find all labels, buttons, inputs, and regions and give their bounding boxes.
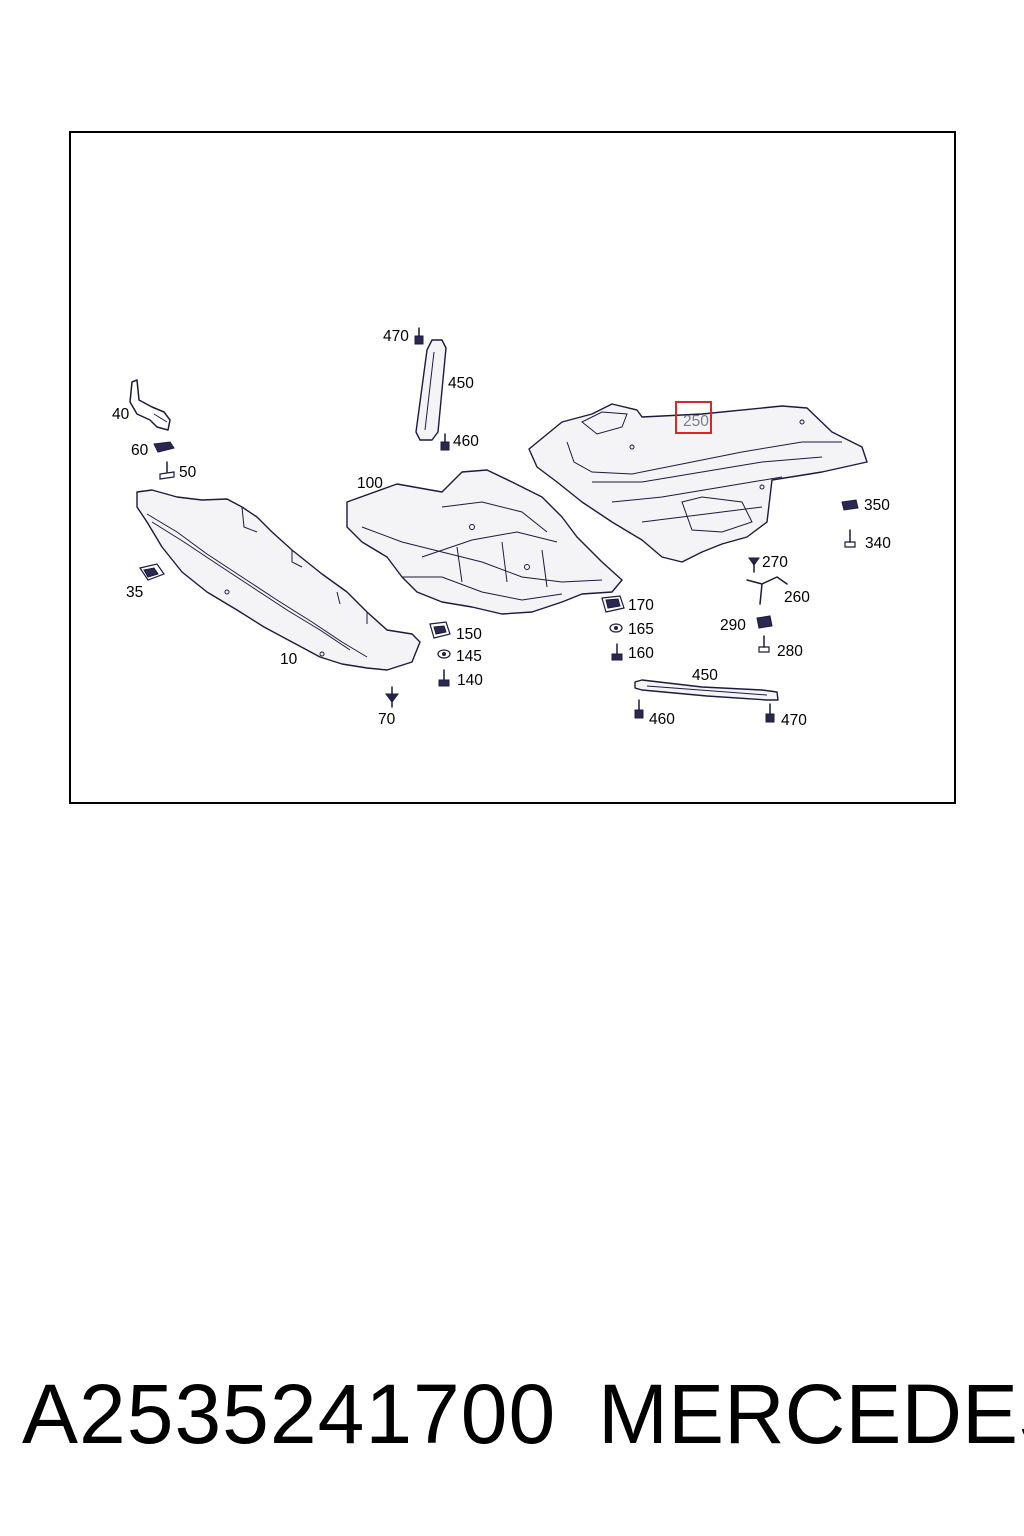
callout-10[interactable]: 10	[280, 651, 298, 668]
brand-name: MERCEDES	[598, 1367, 1024, 1461]
callout-260[interactable]: 260	[784, 589, 810, 606]
part-140-screw	[438, 669, 450, 687]
part-160-screw	[611, 643, 623, 661]
callout-100[interactable]: 100	[357, 475, 383, 492]
callout-160[interactable]: 160	[628, 645, 654, 662]
part-145-washer	[437, 649, 451, 659]
part-50-screw	[159, 461, 175, 480]
part-40-bracket	[129, 379, 171, 431]
callout-145[interactable]: 145	[456, 648, 482, 665]
callout-60[interactable]: 60	[131, 442, 149, 459]
part-270-screw	[748, 557, 760, 573]
part-470-bolt-upper	[414, 327, 424, 345]
callout-280[interactable]: 280	[777, 643, 803, 660]
part-10-front-panel	[136, 489, 421, 671]
callout-460-lower[interactable]: 460	[649, 711, 675, 728]
part-340-screw	[844, 529, 856, 548]
part-100-engine-panel	[346, 469, 623, 615]
callout-450-upper[interactable]: 450	[448, 375, 474, 392]
part-450-strut-upper	[415, 339, 447, 441]
part-250-highlight-box	[675, 401, 712, 434]
callout-470-lower[interactable]: 470	[781, 712, 807, 729]
part-number: A2535241700	[22, 1367, 557, 1461]
part-35-clip	[139, 563, 165, 581]
part-460-bolt-lower	[634, 699, 644, 719]
diagram-frame: 470 450 460 40 60 50 100 250 350 340 35 …	[69, 131, 956, 804]
part-290-clip	[756, 615, 773, 629]
part-450-strut-lower	[634, 679, 779, 701]
callout-290[interactable]: 290	[720, 617, 746, 634]
part-470-bolt-lower	[765, 703, 775, 723]
part-70-screw	[385, 686, 399, 708]
part-170-clip	[601, 595, 625, 613]
callout-350[interactable]: 350	[864, 497, 890, 514]
part-165-washer	[609, 623, 623, 633]
callout-470-upper[interactable]: 470	[383, 328, 409, 345]
callout-270[interactable]: 270	[762, 554, 788, 571]
part-150-clip	[429, 621, 451, 639]
callout-460-upper[interactable]: 460	[453, 433, 479, 450]
callout-35[interactable]: 35	[126, 584, 143, 601]
callout-170[interactable]: 170	[628, 597, 654, 614]
parts-diagram: 470 450 460 40 60 50 100 250 350 340 35 …	[112, 327, 891, 729]
callout-150[interactable]: 150	[456, 626, 482, 643]
callout-250[interactable]: 250	[683, 413, 709, 430]
part-250-rear-panel	[528, 403, 868, 563]
callout-70[interactable]: 70	[378, 711, 396, 728]
callout-40[interactable]: 40	[112, 406, 130, 423]
callout-50[interactable]: 50	[179, 464, 197, 481]
callout-340[interactable]: 340	[865, 535, 891, 552]
callout-165[interactable]: 165	[628, 621, 654, 638]
callout-450-lower[interactable]: 450	[692, 667, 718, 684]
part-280-screw	[758, 635, 770, 653]
part-60-clip	[153, 441, 175, 453]
part-260-bracket	[746, 576, 788, 605]
part-460-bolt-upper	[440, 433, 450, 451]
part-350-clip	[841, 499, 859, 511]
callout-140[interactable]: 140	[457, 672, 483, 689]
